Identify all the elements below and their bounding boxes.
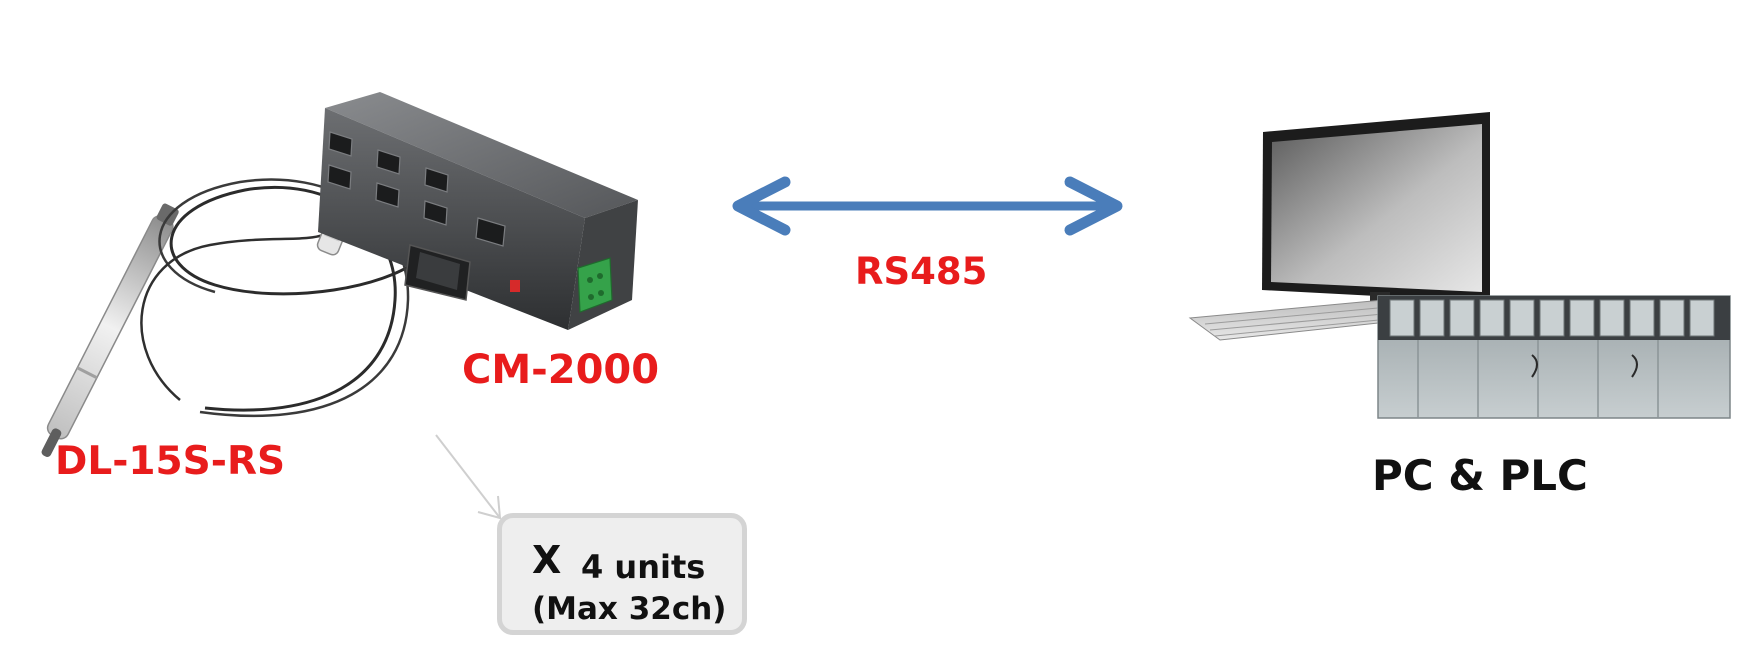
pc-plc-illustration <box>1188 112 1731 419</box>
quantity-callout: X 4 units (Max 32ch) <box>497 513 747 635</box>
rs485-arrow <box>732 176 1123 236</box>
converter-label: CM-2000 <box>462 347 660 393</box>
link-label: RS485 <box>855 250 988 293</box>
max-channels: (Max 32ch) <box>532 591 727 627</box>
units-count: 4 units <box>581 548 706 586</box>
converter-box-illustration <box>318 92 638 330</box>
sensor-label: DL-15S-RS <box>55 439 286 484</box>
multiplier-mark: X <box>532 538 562 582</box>
callout-pointer <box>435 434 502 520</box>
host-label: PC & PLC <box>1372 451 1588 500</box>
